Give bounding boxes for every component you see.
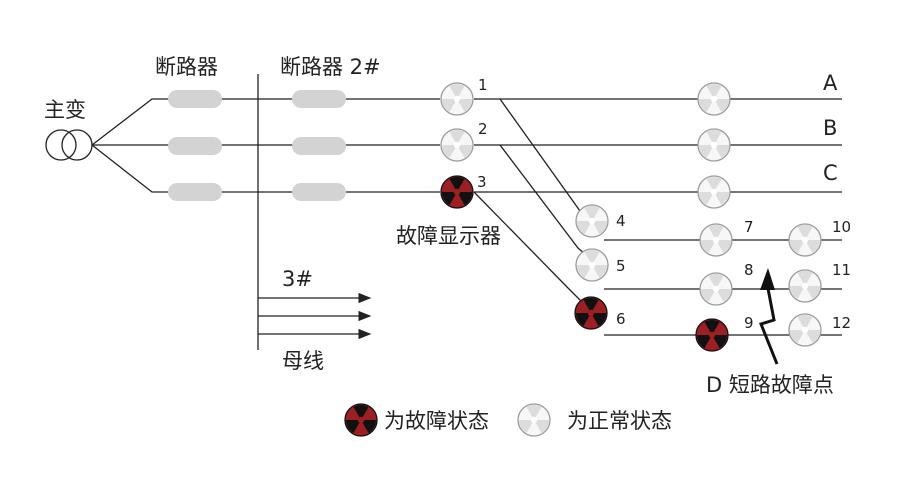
feeder-line-1 <box>91 98 440 146</box>
breakers <box>168 90 346 201</box>
indicator-number-7: 7 <box>744 218 754 236</box>
normal-indicator-icon <box>788 313 822 347</box>
white-gray-trefoil-icon <box>517 403 551 437</box>
normal-indicator-icon <box>788 269 822 303</box>
normal-indicator-icon <box>699 272 733 306</box>
breaker-2-b <box>292 137 346 155</box>
fault-indicator-icon <box>574 296 608 330</box>
breaker-1-label: 断路器 <box>155 55 218 79</box>
phase-label-c: C <box>823 161 838 185</box>
indicator-number-3: 3 <box>477 173 487 191</box>
indicator-number-9: 9 <box>744 314 754 332</box>
indicator-number-2: 2 <box>478 120 488 138</box>
normal-indicator-icon <box>440 82 474 116</box>
phase-label-b: B <box>823 116 837 140</box>
normal-indicator-icon <box>575 204 609 238</box>
indicator-number-6: 6 <box>616 310 626 328</box>
breaker-1-c <box>168 183 222 201</box>
branch-line-6 <box>473 191 593 313</box>
normal-indicator-icon <box>575 248 609 282</box>
breaker-2-label: 断路器 2# <box>280 55 381 79</box>
phase-label-a: A <box>823 71 838 95</box>
busbar-label: 母线 <box>282 349 324 373</box>
fault-indicator-icon <box>695 318 729 352</box>
indicator-number-1: 1 <box>478 76 488 94</box>
transformer-icon <box>45 129 93 161</box>
breaker-1-a <box>168 90 222 108</box>
legend-normal-label: 为正常状态 <box>567 409 672 433</box>
red-black-trefoil-icon <box>344 403 378 437</box>
busbar-number-label: 3# <box>282 267 313 291</box>
indicator-number-11: 11 <box>832 261 851 279</box>
indicator-number-10: 10 <box>832 218 851 236</box>
lightning-bolt-icon <box>759 277 779 365</box>
transformer-label: 主变 <box>44 98 86 122</box>
breaker-2-c <box>292 183 346 201</box>
indicators <box>440 82 822 352</box>
fault-indicator-label: 故障显示器 <box>396 224 501 248</box>
indicator-number-12: 12 <box>832 314 851 332</box>
legend-fault-label: 为故障状态 <box>384 409 489 433</box>
fault-point-label: D 短路故障点 <box>706 373 834 397</box>
indicator-number-5: 5 <box>616 257 626 275</box>
feeder-line-3 <box>91 144 440 193</box>
normal-indicator-icon <box>697 82 731 116</box>
normal-indicator-icon <box>697 175 731 209</box>
normal-indicator-icon <box>788 223 822 257</box>
normal-indicator-icon <box>697 128 731 162</box>
fault-indicator-icon <box>440 175 474 209</box>
lightning-arrow-icon <box>760 268 775 290</box>
branch-line-5 <box>499 144 593 261</box>
indicator-number-8: 8 <box>744 261 754 279</box>
breaker-2-a <box>292 90 346 108</box>
indicator-number-4: 4 <box>616 212 626 230</box>
breaker-1-b <box>168 137 222 155</box>
normal-indicator-icon <box>699 223 733 257</box>
normal-indicator-icon <box>440 128 474 162</box>
